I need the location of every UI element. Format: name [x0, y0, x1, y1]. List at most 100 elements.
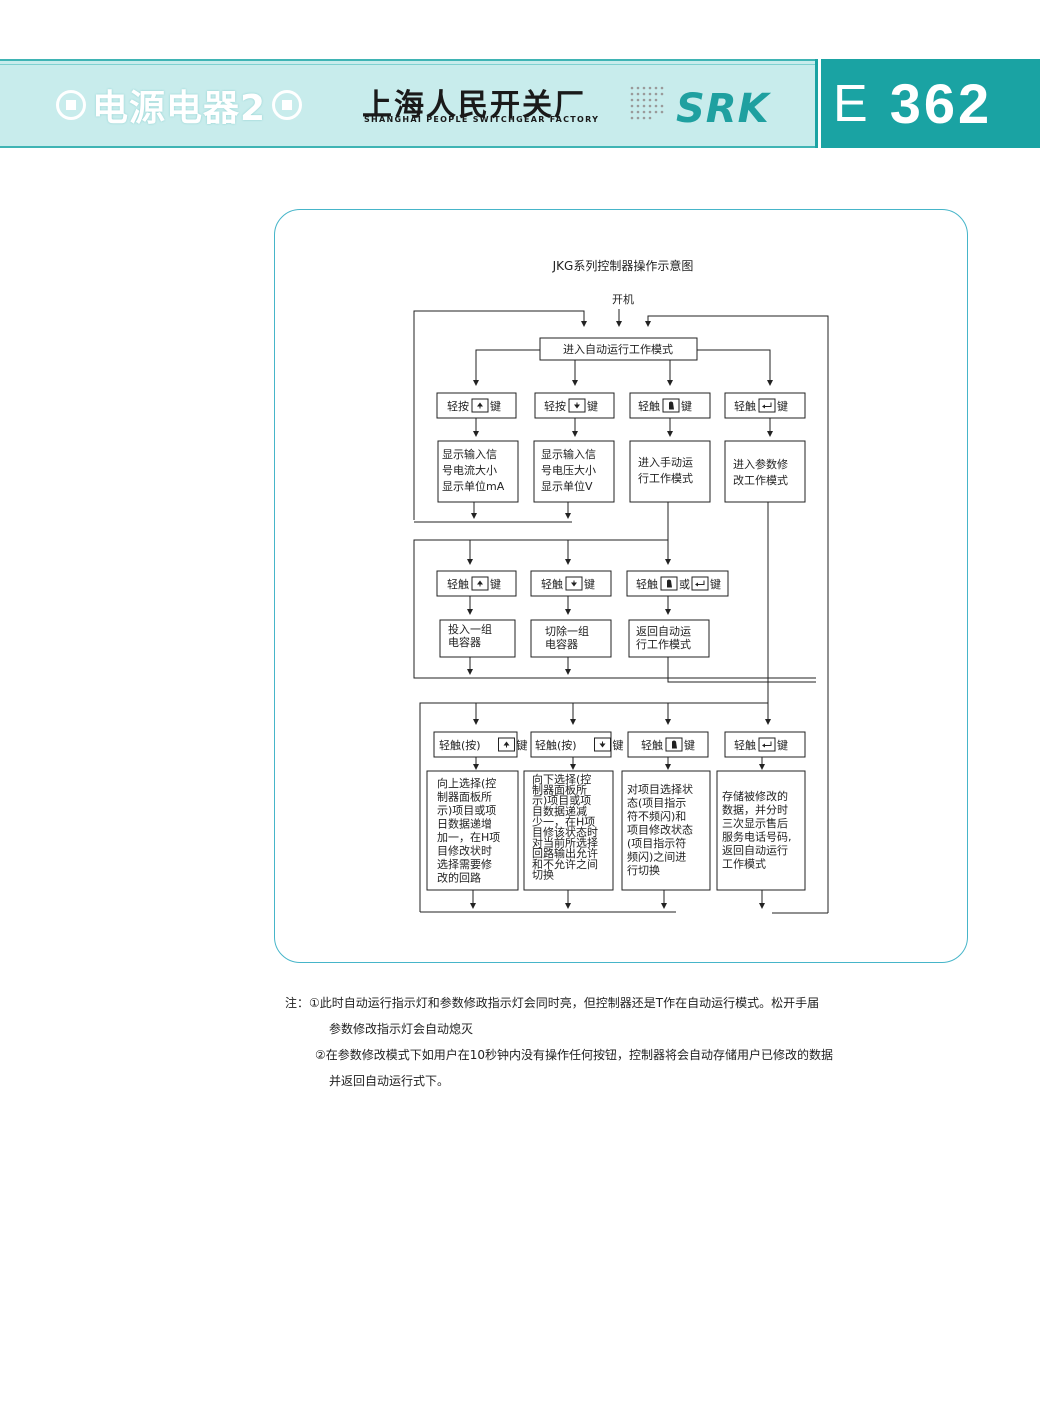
- result-texts: 显示输入信号电流大小显示单位mA显示输入信号电压大小显示单位V进入手动运行工作模…: [437, 447, 792, 885]
- result-text-line: 回路输出允许: [532, 846, 598, 860]
- key-label: 轻触(按) 键: [535, 737, 624, 752]
- result-text-line: 显示单位V: [541, 479, 593, 493]
- brand-logo: SRK: [676, 86, 770, 132]
- result-text-line: 制器面板所: [532, 783, 587, 797]
- down-arrow-key-icon: [565, 576, 583, 591]
- key-label: 轻触键: [541, 576, 595, 591]
- key-label-text: 键: [777, 738, 788, 752]
- note-line-2: 参数修改指示灯会自动熄灭: [329, 1022, 474, 1036]
- result-text-line: 行切换: [627, 863, 660, 877]
- key-label-text: 轻触: [447, 577, 469, 591]
- result-text-line: 目修该状态时: [532, 825, 598, 839]
- result-text-line: 选择需要修: [437, 857, 492, 871]
- up-arrow-key-icon: [498, 737, 515, 752]
- page-header: 电源电器2 上海人民开关厂 SHANGHAI PEOPLE SWITCHGEAR…: [0, 0, 1040, 160]
- notes: 注：①此时自动运行指示灯和参数修政指示灯会同时亮，但控制器还是T作在自动运行模式…: [285, 990, 975, 1094]
- key-label: 轻触键: [641, 737, 695, 752]
- header-band: [0, 59, 818, 148]
- key-label-text: 轻触: [638, 399, 660, 413]
- result-text-line: 向上选择(控: [437, 776, 496, 790]
- key-label-text: 键: [490, 577, 501, 591]
- key-label-text: 键: [517, 738, 528, 752]
- result-text-line: 号电压大小: [541, 463, 596, 477]
- key-label: 轻触键: [734, 737, 788, 752]
- result-text-line: 向下选择(控: [532, 772, 591, 786]
- key-label-text: 键: [681, 399, 692, 413]
- dot-pattern-logo-icon: [630, 86, 664, 120]
- down-arrow-key-icon: [594, 737, 611, 752]
- hand-key-icon: [665, 737, 683, 752]
- key-box: [724, 392, 806, 419]
- enter-key-icon: [758, 398, 776, 413]
- key-label-text: 轻按: [447, 399, 469, 413]
- result-text-line: 三次显示售后: [722, 816, 788, 830]
- result-text: 向下选择(控制器面板所示)项目或项目数据递减少一，在H项目修该状态时对当前所选择…: [532, 772, 598, 881]
- note-line-3: ②在参数修改模式下如用户在10秒钟内没有操作任何按钮，控制器将会自动存储用户已修…: [315, 1048, 834, 1062]
- auto-mode-label: 进入自动运行工作模式: [563, 343, 673, 356]
- key-label: 轻按键: [544, 398, 598, 413]
- result-text-line: 显示单位mA: [442, 479, 505, 493]
- key-labels: 轻按键轻按键轻触键轻触键轻触键轻触键轻触或键轻触(按)键轻触(按)键轻触键轻触键: [439, 398, 788, 752]
- result-box: [724, 440, 806, 503]
- result-text-line: 电容器: [448, 635, 481, 649]
- key-label-text: 轻触: [541, 577, 563, 591]
- result-text-line: 改工作模式: [733, 473, 788, 487]
- auto-mode-box: [539, 337, 698, 361]
- hand-key-icon: [662, 398, 680, 413]
- result-text-line: 和不允许之间: [532, 857, 598, 871]
- flow-diagram: JKG系列控制器操作示意图 开机: [413, 258, 829, 914]
- square-dot-icon: [56, 90, 86, 120]
- connector-lines: [413, 309, 829, 914]
- result-text-line: 示)项目或项: [532, 794, 591, 807]
- key-label-text: 轻触: [734, 399, 756, 413]
- result-box: [629, 440, 711, 503]
- result-text-line: 频闪)之间进: [627, 850, 686, 864]
- result-box: [439, 619, 516, 658]
- key-label-text: 键: [613, 738, 624, 752]
- factory-name-en: SHANGHAI PEOPLE SWITCHGEAR FACTORY: [364, 115, 600, 124]
- key-label-text: 轻触(按): [535, 738, 577, 752]
- section-title: 电源电器2: [50, 80, 308, 130]
- section-title-text: 电源电器2: [92, 88, 267, 129]
- result-box: [523, 770, 614, 891]
- result-box: [628, 619, 710, 658]
- result-text-line: 切换: [532, 867, 554, 881]
- result-text-line: 示)项目或项: [437, 804, 496, 817]
- node-boxes: [426, 337, 806, 891]
- page-letter: E: [833, 74, 868, 133]
- result-text-line: 号电流大小: [442, 463, 497, 477]
- result-text-line: 电容器: [545, 637, 578, 651]
- key-label-text: 或: [679, 578, 690, 591]
- key-label: 轻按 键: [447, 398, 501, 413]
- key-label-text: 键: [587, 399, 598, 413]
- result-text-line: 加一，在H项: [437, 831, 500, 844]
- key-label: 轻触或键: [636, 576, 721, 591]
- result-box: [530, 619, 612, 658]
- result-box: [621, 770, 711, 891]
- result-box: [533, 440, 615, 503]
- result-text-line: 对当前所选择: [532, 836, 598, 850]
- result-text-line: 行工作模式: [636, 638, 691, 651]
- result-box: [437, 440, 519, 503]
- result-text-line: 日数据递增: [437, 817, 492, 831]
- result-text-line: 项目修改状态: [627, 823, 693, 837]
- diagram-title: JKG系列控制器操作示意图: [552, 258, 694, 273]
- result-text-line: 显示输入信: [442, 447, 497, 461]
- key-label-text: 键: [490, 399, 501, 413]
- key-label: 轻触(按)键: [439, 737, 528, 752]
- note-line-1: 注：①此时自动运行指示灯和参数修政指示灯会同时亮，但控制器还是T作在自动运行模式…: [285, 996, 820, 1010]
- result-text-line: 目修改状时: [437, 844, 492, 858]
- start-label: 开机: [612, 292, 634, 306]
- result-text: 向上选择(控制器面板所示)项目或项日数据递增加一，在H项目修改状时选择需要修改的…: [437, 776, 500, 885]
- note-line-4: 并返回自动运行式下。: [329, 1074, 450, 1088]
- key-label-text: 键: [684, 738, 695, 752]
- result-text-line: (项目指示符: [627, 836, 686, 850]
- result-text-line: 对项目选择状: [627, 782, 693, 796]
- result-text-line: 进入参数修: [733, 457, 788, 471]
- result-box: [426, 770, 519, 891]
- enter-key-icon: [691, 576, 709, 591]
- result-text-line: 符不频闪)和: [627, 809, 686, 823]
- key-label-text: 轻触: [636, 577, 658, 591]
